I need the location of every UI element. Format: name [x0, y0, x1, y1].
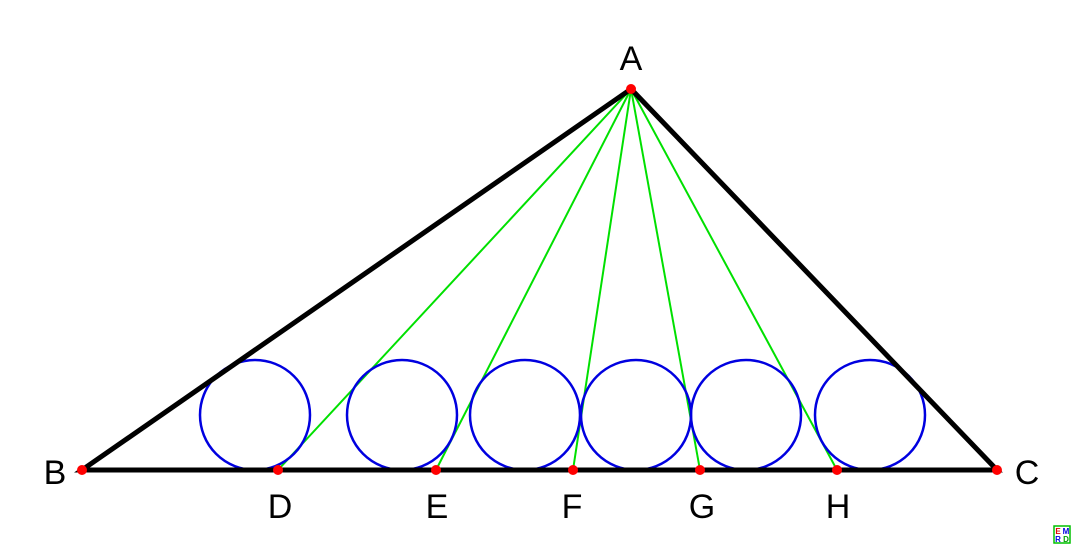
point-H [832, 465, 842, 475]
cevian-AD [277, 88, 632, 471]
vertex-points [77, 84, 1002, 475]
label-G: G [689, 488, 715, 526]
cevians [277, 88, 838, 471]
label-F: F [562, 488, 583, 526]
svg-text:R: R [1055, 535, 1061, 544]
svg-text:E: E [1055, 527, 1061, 536]
point-B [77, 465, 87, 475]
point-labels: A B C D E F G H [44, 40, 1040, 526]
point-G [695, 465, 705, 475]
label-C: C [1015, 454, 1040, 492]
label-A: A [620, 40, 643, 78]
incircles [198, 358, 927, 472]
cevian-AH [630, 88, 838, 471]
point-F [568, 465, 578, 475]
incircle-AFG [579, 358, 693, 472]
label-H: H [826, 488, 851, 526]
point-D [273, 465, 283, 475]
svg-text:M: M [1063, 527, 1070, 536]
point-A [626, 84, 636, 94]
label-D: D [268, 488, 293, 526]
incircle-ADE [345, 358, 459, 472]
incircle-AGH [689, 358, 803, 472]
svg-text:D: D [1063, 535, 1069, 544]
emrd-logo: E M R D [1053, 525, 1071, 544]
triangle-ABC [74, 85, 1003, 473]
label-E: E [426, 488, 449, 526]
incircle-AEF [468, 358, 582, 472]
cevian-AG [630, 88, 701, 471]
cevian-AE [435, 88, 632, 471]
label-B: B [44, 454, 67, 492]
point-E [431, 465, 441, 475]
point-C [992, 465, 1002, 475]
